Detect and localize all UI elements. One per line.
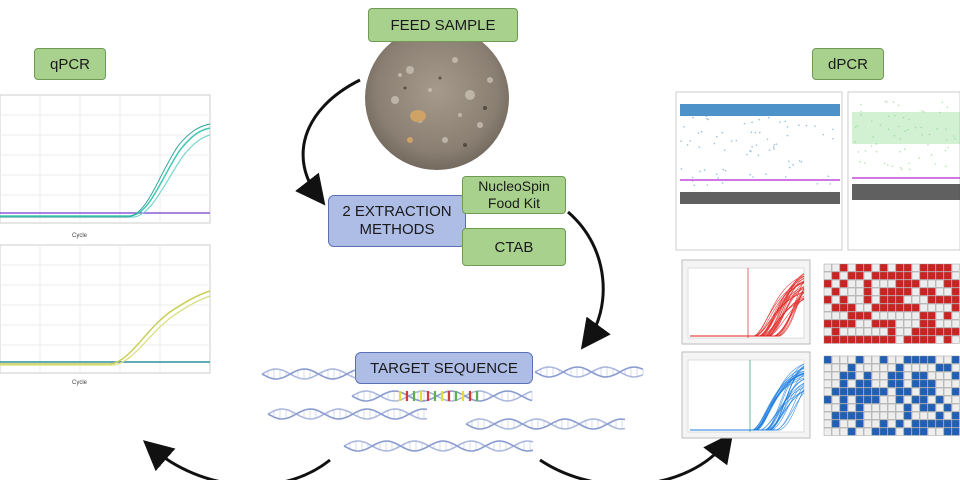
arrow-target-to-qpcr [142, 440, 331, 480]
kit-line2: Food Kit [487, 195, 541, 211]
target-sequence-text: TARGET SEQUENCE [370, 359, 518, 377]
qpcr-label: qPCR [34, 48, 106, 80]
ctab-text: CTAB [494, 238, 534, 256]
dpcr-grid-red [823, 263, 960, 344]
dpcr-label: dPCR [812, 48, 884, 80]
extraction-line2: METHODS [359, 221, 435, 238]
dpcr-curves-red [681, 259, 811, 345]
dpcr-scatter-right [847, 91, 960, 251]
kit-line1: NucleoSpin [478, 178, 550, 194]
arrow-sample-to-extraction [295, 78, 361, 206]
dpcr-grid-blue [823, 355, 960, 436]
target-sequence-box: TARGET SEQUENCE [355, 352, 533, 384]
nucleospin-kit-box: NucleoSpin Food Kit [462, 176, 566, 214]
qpcr-plot-top: Cycle [0, 94, 211, 239]
extraction-methods-box: 2 EXTRACTION METHODS [328, 195, 466, 247]
qpcr-plot-bottom: Cycle [0, 244, 211, 386]
ctab-box: CTAB [462, 228, 566, 266]
qpcr-bottom-xlabel: Cycle [72, 380, 88, 386]
nucleospin-kit-text: NucleoSpin Food Kit [478, 178, 550, 212]
extraction-line1: 2 EXTRACTION [342, 203, 452, 220]
qpcr-text: qPCR [49, 55, 90, 73]
dpcr-scatter-left [675, 91, 843, 251]
extraction-methods-text: 2 EXTRACTION METHODS [342, 203, 451, 239]
feed-sample-text: FEED SAMPLE [390, 16, 496, 34]
arrow-target-to-dpcr [539, 432, 734, 480]
dpcr-curves-blue [681, 351, 811, 439]
qpcr-top-xlabel: Cycle [72, 233, 88, 239]
arrow-extraction-to-target [567, 210, 611, 350]
dpcr-text: dPCR [827, 55, 868, 73]
dna-strands [261, 366, 644, 452]
feed-sample-label: FEED SAMPLE [368, 8, 518, 42]
feed-sample-photo [365, 26, 509, 170]
